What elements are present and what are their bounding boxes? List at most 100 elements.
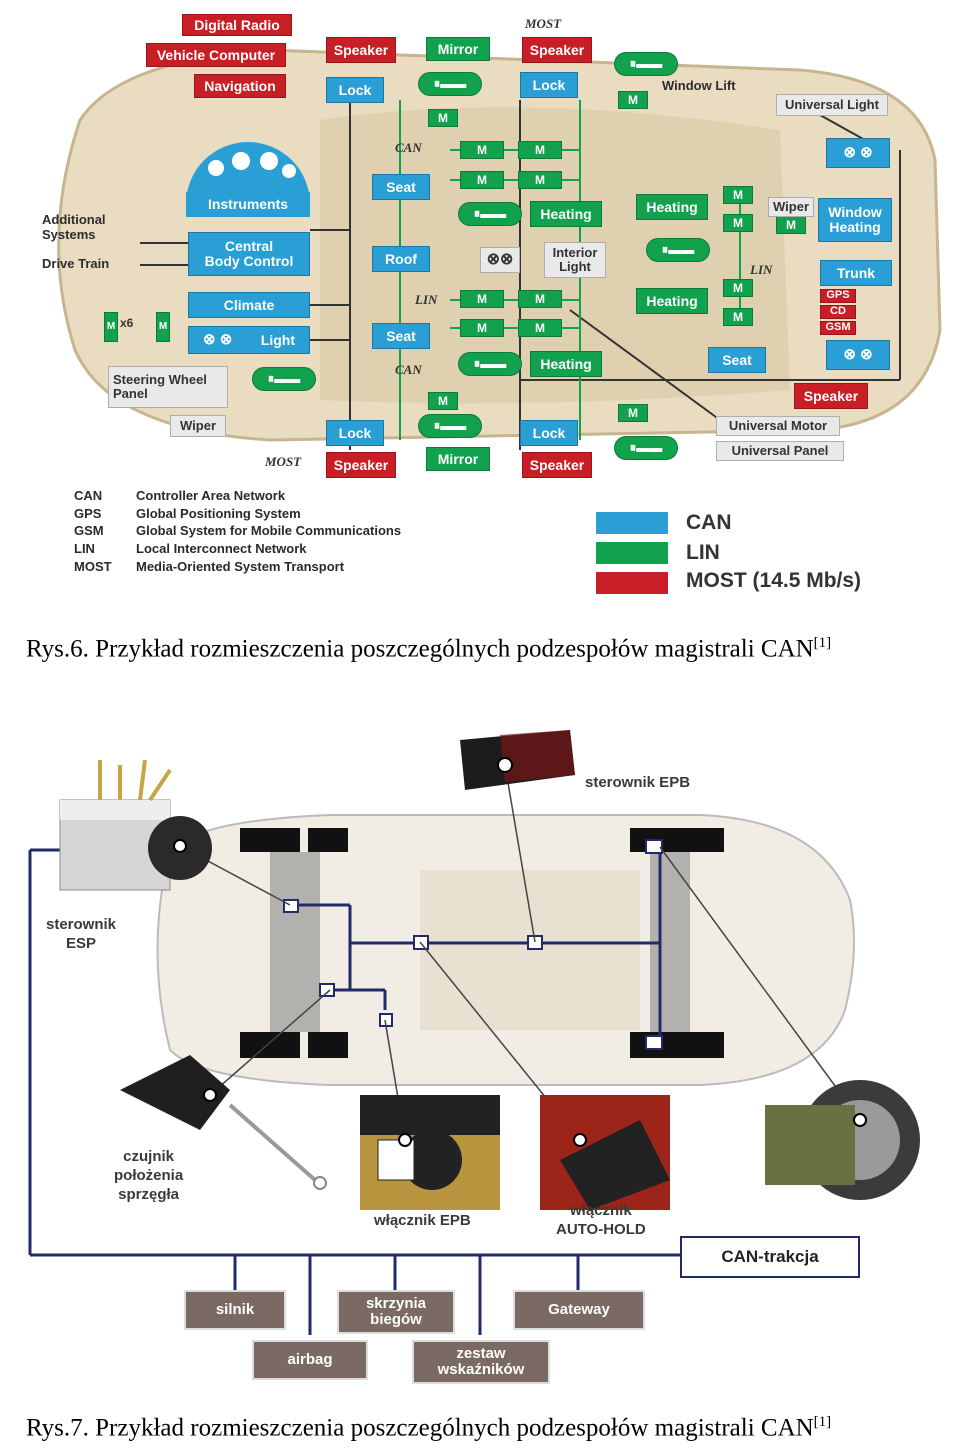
seat-right: Seat [708,347,766,373]
universal-motor-label: Universal Motor [716,416,840,436]
engine-ecu-box: silnik [184,1290,286,1330]
speaker-rear-left: Speaker [326,452,396,478]
caption-ref: [1] [813,1414,832,1430]
can-label-bottom: CAN [395,362,422,377]
lock-rear-left: Lock [326,420,384,446]
gps-block: GPS [820,289,856,303]
caption-text: Rys.6. Przykład rozmieszczenia poszczegó… [26,635,814,663]
lock-front-left: Lock [326,77,384,103]
heating-rear-left: Heating [530,351,602,377]
steering-lin-node-icon: ⏸▬▬ [252,367,316,391]
roof-block: Roof [372,246,430,272]
motor-icon: M [518,171,562,189]
window-lift-label: Window Lift [662,78,736,93]
motor-icon: M [723,186,753,204]
lin-label-left: LIN [415,292,438,307]
abbr-can-text: Controller Area Network [136,488,286,503]
cd-block: CD [820,305,856,319]
gearbox-ecu-box: skrzynia biegów [337,1290,455,1334]
abbr-lin-text: Local Interconnect Network [136,541,307,556]
motor-icon: M [518,319,562,337]
abbr-gps-text: Global Positioning System [136,506,301,521]
motor-icon: M [518,290,562,308]
abbr-gsm: GSM [74,523,104,538]
caption-text: Rys.7. Przykład rozmieszczenia poszczegó… [26,1414,814,1442]
interior-light-lamps-icon: ⊗⊗ [480,247,520,273]
heating-front-right: Heating [636,194,708,220]
figure-can-network-diagram: Digital Radio Vehicle Computer Navigatio… [20,0,950,605]
legend-swatch-lin [596,542,668,564]
climate-block: Climate [188,292,310,318]
lin-node-icon: ⏸▬▬ [614,436,678,460]
wiper-rear-label: Wiper [768,197,814,217]
legend-most-rate: (14.5 Mb/s) [752,569,862,592]
autohold-switch-label: włącznik AUTO-HOLD [556,1202,646,1238]
abbr-most: MOST [74,559,112,574]
lin-node-icon: ⏸▬▬ [418,414,482,438]
esp-controller-label: sterownik ESP [46,916,117,952]
wiper-motor-icon: M [776,216,806,234]
legend-most-name: MOST [686,569,747,592]
mirror-rear-left: Mirror [426,447,490,471]
instrument-cluster-box: zestaw wskaźników [412,1340,550,1384]
motor-icon: M [428,109,458,127]
motor-icon: M [618,404,648,422]
most-label-top: MOST [525,16,562,31]
light-icon: ⊗ ⊗ [203,331,233,349]
motor-icon: M [460,171,504,189]
legend-label-lin: LIN [686,541,720,564]
airbag-ecu-box: airbag [252,1340,368,1380]
figure-6-caption: Rys.6. Przykład rozmieszczenia poszczegó… [26,635,831,663]
digital-radio-block: Digital Radio [182,14,292,36]
seat-motor-icon: M [104,312,118,342]
seat-motor-icon: M [156,312,170,342]
trunk-block: Trunk [820,260,892,286]
lin-node-icon: ⏸▬▬ [458,352,522,376]
abbr-can: CAN [74,488,103,503]
interior-light-label: Interior Light [544,242,606,278]
clutch-sensor-label: czujnik położenia sprzęgła [114,1148,184,1203]
speaker-front-left: Speaker [326,37,396,63]
figure-7-caption: Rys.7. Przykład rozmieszczenia poszczegó… [26,1414,831,1442]
motor-icon: M [460,141,504,159]
abbr-most-text: Media-Oriented System Transport [136,559,345,574]
lin-node-icon: ⏸▬▬ [458,202,522,226]
universal-light-label: Universal Light [776,94,888,116]
seat-front-left: Seat [372,174,430,200]
motor-multiplier: x6 [120,316,134,330]
light-label: Light [260,331,295,348]
legend-swatch-can [596,512,668,534]
wiper-front-label: Wiper [170,415,226,437]
motor-icon: M [723,214,753,232]
speaker-rear-right: Speaker [522,452,592,478]
navigation-block: Navigation [194,74,286,98]
vehicle-computer-block: Vehicle Computer [146,43,286,67]
motor-icon: M [723,279,753,297]
legend-label-can: CAN [686,511,732,534]
motor-icon: M [460,319,504,337]
caption-ref: [1] [813,635,832,651]
lin-node-icon: ⏸▬▬ [614,52,678,76]
most-label-bottom: MOST [265,454,302,469]
heating-rear-right: Heating [636,288,708,314]
legend-label-most: MOST (14.5 Mb/s) [686,569,861,593]
central-body-control-block: Central Body Control [188,232,310,276]
seat-rear-left: Seat [372,323,430,349]
legend-swatch-most [596,572,668,594]
abbr-gps: GPS [74,506,102,521]
lock-front-right: Lock [520,72,578,98]
mirror-front-left: Mirror [426,37,490,61]
speaker-front-right: Speaker [522,37,592,63]
motor-icon: M [460,290,504,308]
light-block: ⊗ ⊗ Light [188,326,310,354]
lin-node-icon: ⏸▬▬ [418,72,482,96]
speaker-trunk: Speaker [794,383,868,409]
motor-icon: M [428,392,458,410]
motor-icon: M [723,308,753,326]
steering-wheel-panel-label: Steering Wheel Panel [108,366,228,408]
gateway-box: Gateway [513,1290,645,1330]
car-chassis-drawing [28,730,920,1335]
window-lift-motor-icon: M [618,91,648,109]
drive-train-label: Drive Train [42,256,110,271]
lin-label-right: LIN [750,262,773,277]
